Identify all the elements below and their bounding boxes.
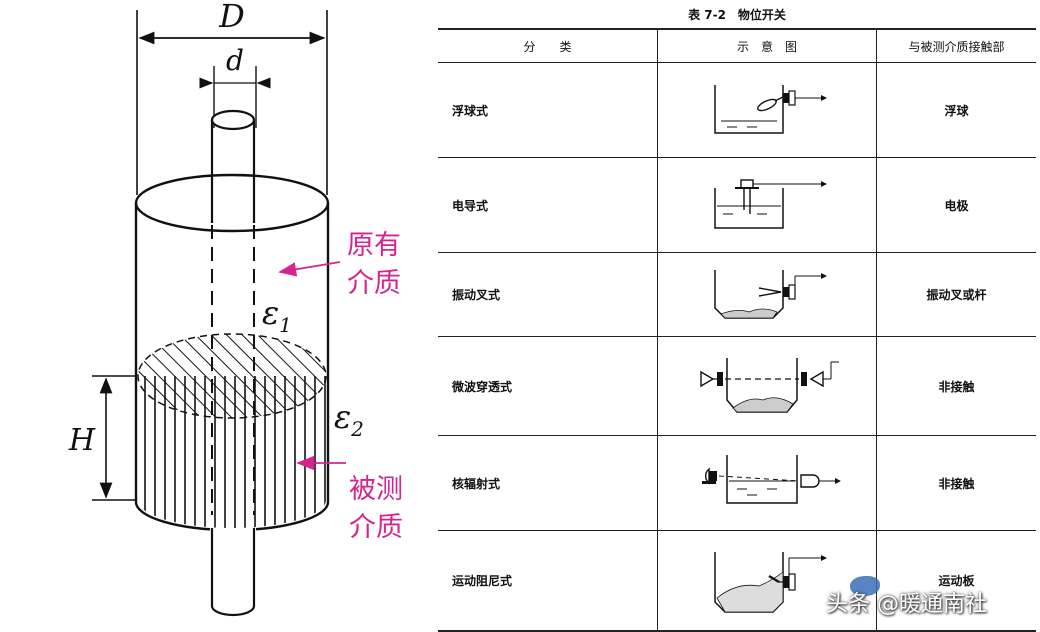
cell-contact: 非接触 — [876, 435, 1036, 531]
level-switch-table: 分 类 示 意 图 与被测介质接触部 浮球式 — [438, 28, 1036, 632]
label-measured-medium-line1: 被测 — [349, 474, 403, 505]
microwave-schematic-icon — [700, 358, 839, 413]
label-epsilon-2: ε2 — [334, 398, 364, 441]
label-measured-medium-line2: 介质 — [349, 512, 403, 543]
table-row: 电导式 电极 — [438, 157, 1036, 253]
table-row: 浮球式 浮球 — [438, 62, 1036, 158]
float-switch-schematic-icon — [714, 85, 827, 134]
cell-schematic — [657, 435, 877, 531]
table-row: 微波穿透式 非接触 — [438, 336, 1036, 436]
label-original-medium-line2: 介质 — [347, 268, 401, 299]
label-d: d — [226, 44, 244, 77]
toutiao-logo-icon — [850, 576, 880, 596]
header-contact-part: 与被测介质接触部 — [876, 28, 1036, 63]
cell-schematic — [657, 252, 877, 337]
header-schematic: 示 意 图 — [657, 28, 877, 63]
outer-cylinder-top — [134, 173, 330, 233]
table-row: 振动叉式 振动叉或杆 — [438, 252, 1036, 337]
level-switch-table-panel: 表 7-2 物位开关 分 类 示 意 图 与被测介质接触部 浮球式 — [438, 0, 1036, 632]
table-row: 核辐射式 — [438, 435, 1036, 531]
nuclear-radiation-schematic-icon — [702, 455, 841, 504]
inner-rod-bottom-end — [210, 605, 256, 617]
inner-rod-top — [210, 109, 256, 131]
measured-medium-surface — [137, 333, 327, 419]
cell-contact: 运动板 — [876, 530, 1036, 632]
dimension-D — [136, 10, 328, 195]
cell-contact: 浮球 — [876, 62, 1036, 158]
capacitance-level-diagram: D d H ε1 ε2 原有 介质 被测 介质 — [68, 0, 403, 617]
table-row: 运动阻尼式 运动板 — [438, 530, 1036, 632]
table-header-row: 分 类 示 意 图 与被测介质接触部 — [438, 28, 1036, 63]
vibrating-fork-schematic-icon — [714, 269, 827, 319]
cell-type: 电导式 — [438, 157, 658, 253]
label-D: D — [218, 0, 245, 35]
cell-contact: 电极 — [876, 157, 1036, 253]
label-original-medium-line1: 原有 — [347, 230, 401, 261]
cell-schematic — [657, 336, 877, 436]
cell-schematic — [657, 157, 877, 253]
label-H: H — [68, 423, 96, 458]
cell-type: 微波穿透式 — [438, 336, 658, 436]
cell-type: 浮球式 — [438, 62, 658, 158]
header-type: 分 类 — [438, 28, 658, 63]
cell-contact: 振动叉或杆 — [876, 252, 1036, 337]
measured-medium-body — [138, 376, 326, 528]
cell-schematic — [657, 62, 877, 158]
arrow-original-medium — [278, 261, 341, 277]
conductive-switch-schematic-icon — [714, 179, 827, 229]
rotary-paddle-schematic-icon — [714, 552, 827, 613]
watermark-text: 头条 @暖通南社 — [826, 592, 987, 617]
cell-contact: 非接触 — [876, 336, 1036, 436]
cell-schematic — [657, 530, 877, 632]
watermark: 头条 @暖通南社 — [820, 564, 1036, 628]
cell-type: 运动阻尼式 — [438, 530, 658, 632]
cell-type: 振动叉式 — [438, 252, 658, 337]
cell-type: 核辐射式 — [438, 435, 658, 531]
label-epsilon-1: ε1 — [262, 294, 292, 337]
dimension-H — [92, 375, 136, 501]
table-title: 表 7-2 物位开关 — [688, 8, 786, 22]
